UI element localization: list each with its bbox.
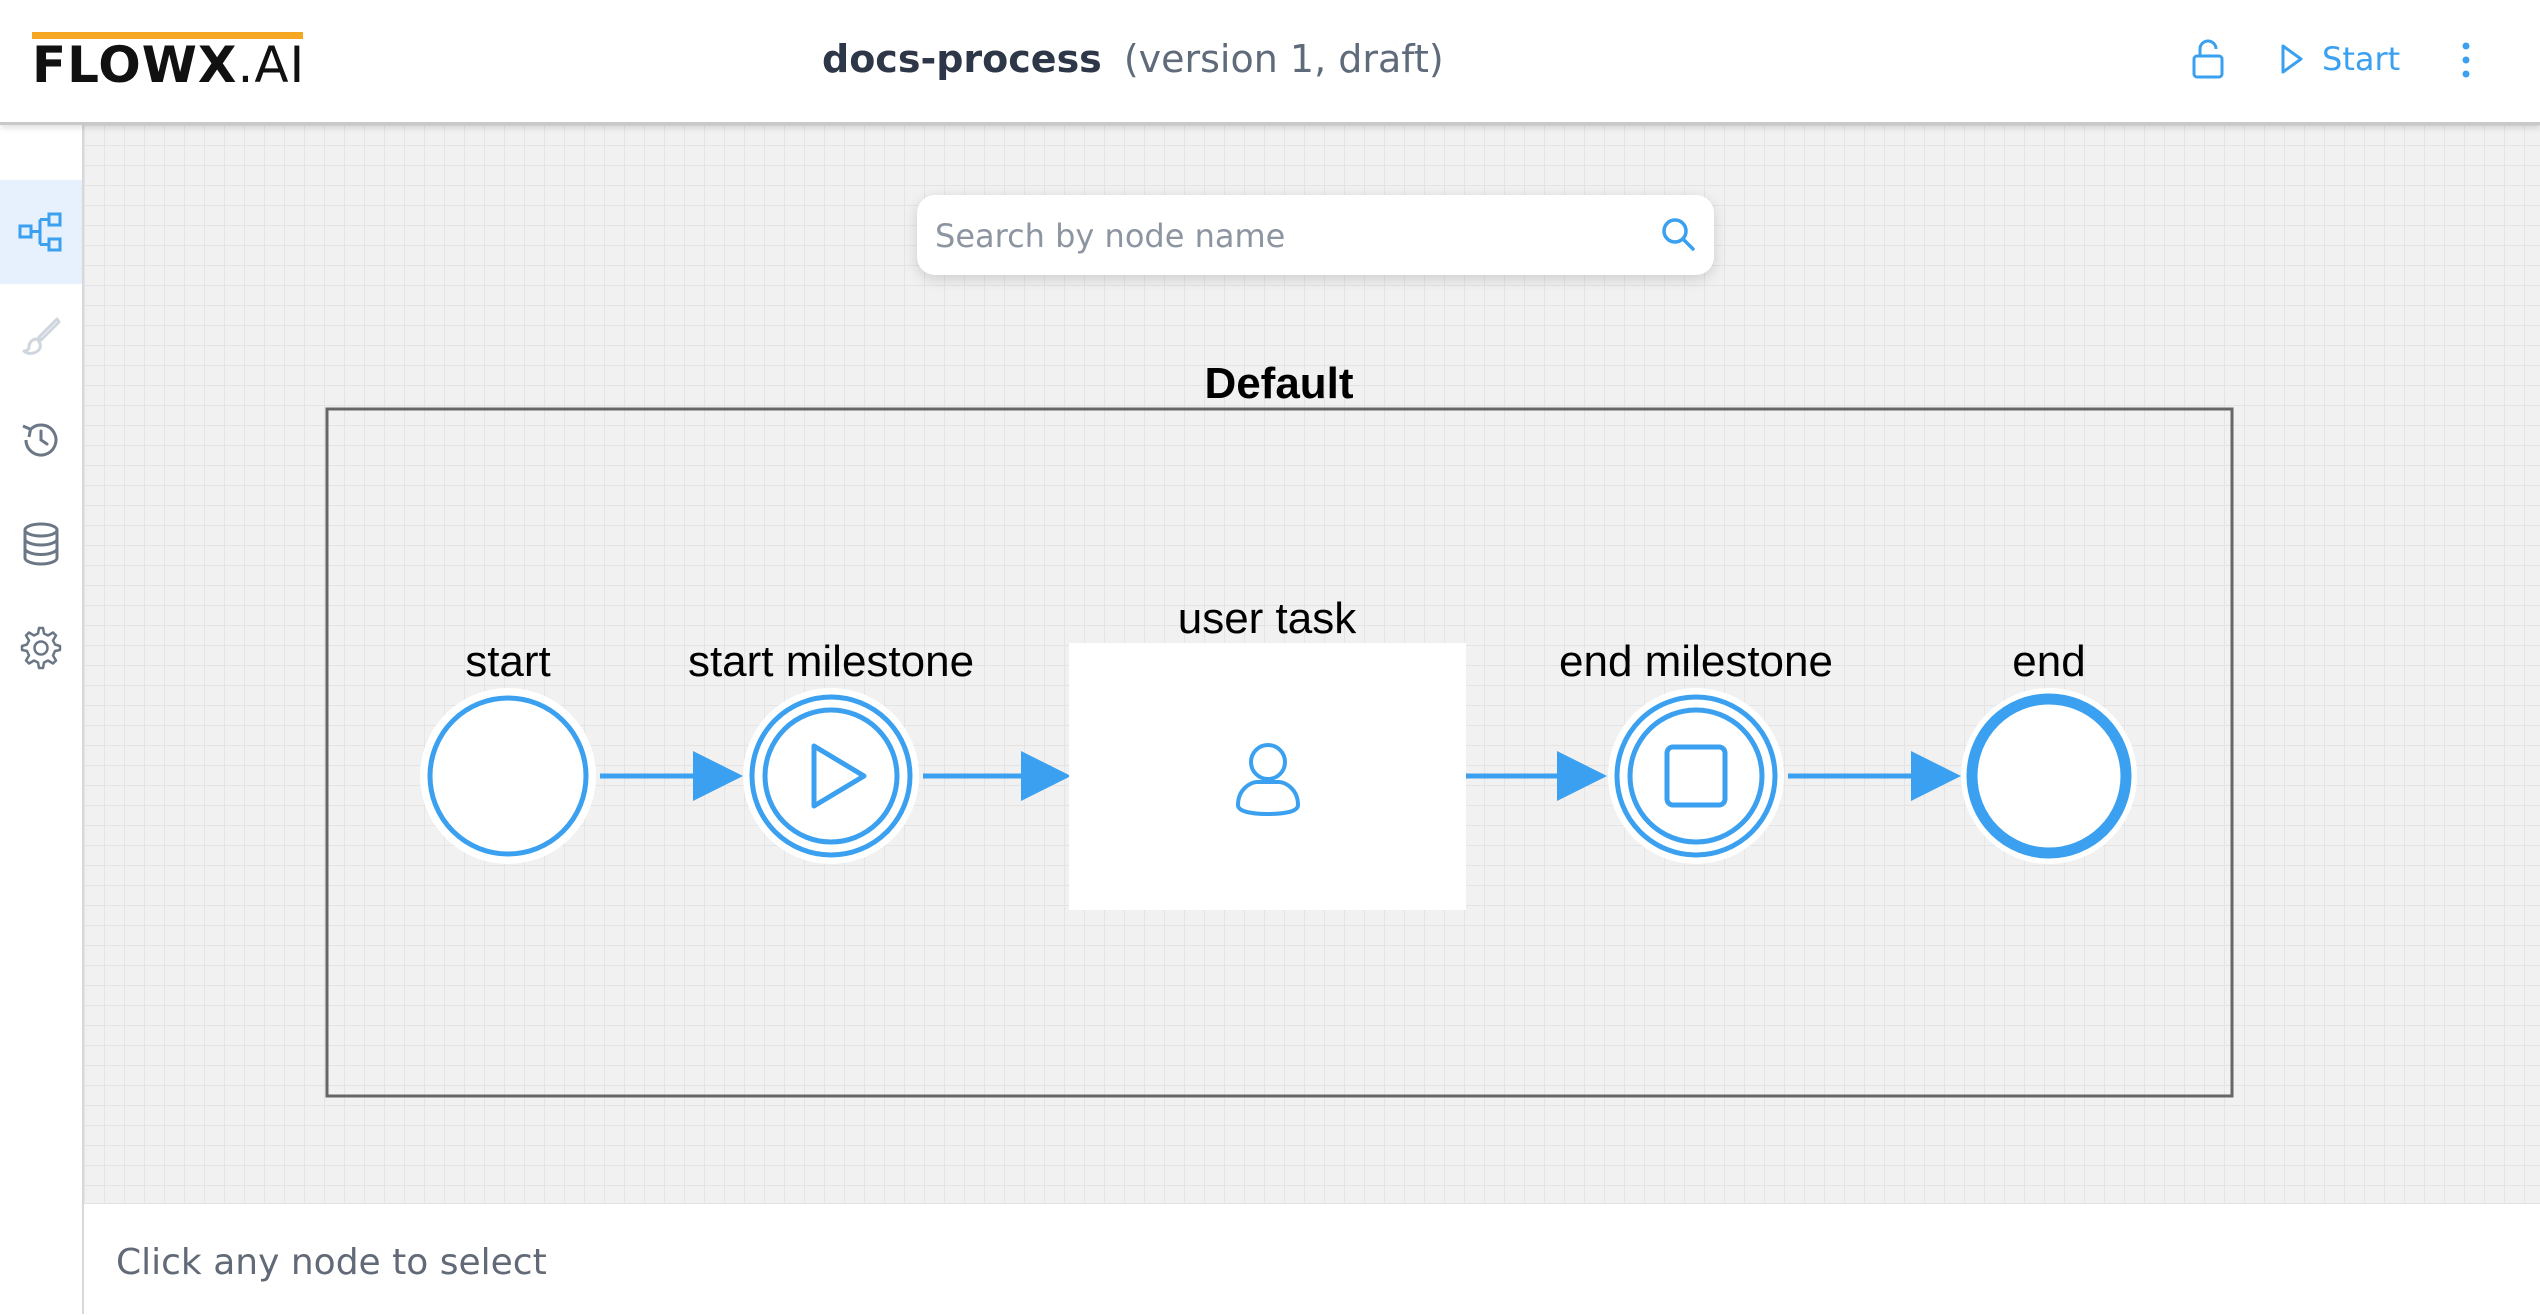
node-end[interactable] (1961, 688, 2137, 864)
stop-icon (1664, 744, 1728, 808)
process-name: docs-process (822, 37, 1102, 81)
search-icon (1662, 218, 1695, 251)
search-button[interactable] (1657, 213, 1701, 257)
user-icon (1236, 743, 1300, 816)
play-icon (2281, 44, 2303, 74)
logo-text: FLOWX.AI (32, 40, 305, 90)
selection-hint: Click any node to select (116, 1242, 547, 1283)
brush-icon (22, 317, 61, 355)
node-search-box (917, 195, 1714, 275)
top-bar: FLOWX.AI docs-process(version 1, draft) … (0, 0, 2540, 125)
unlock-icon (2192, 39, 2224, 79)
lock-button[interactable] (2190, 38, 2226, 80)
settings-icon (20, 626, 62, 670)
sidebar-item-process-tree[interactable] (0, 180, 82, 284)
process-version: (version 1, draft) (1123, 37, 1444, 81)
logo-bold-text: FLOWX (32, 36, 238, 94)
node-end-label: end (2012, 637, 2085, 686)
logo-accent-bar (32, 32, 303, 39)
history-icon (22, 423, 58, 457)
node-start[interactable] (420, 688, 596, 864)
sidebar-item-settings[interactable] (0, 596, 82, 700)
node-start-milestone-label: start milestone (688, 637, 974, 686)
node-user-task-label: user task (1178, 594, 1358, 643)
node-start-milestone[interactable] (743, 688, 919, 864)
node-search-input[interactable] (933, 207, 1637, 265)
logo-light-text: .AI (237, 36, 306, 94)
node-end-milestone[interactable] (1608, 688, 1784, 864)
swimlane-default[interactable] (325, 407, 2234, 1098)
process-tree-icon (18, 212, 62, 252)
selection-panel: Click any node to select (84, 1203, 2540, 1315)
start-label: Start (2322, 40, 2401, 78)
left-sidebar (0, 125, 84, 1314)
process-canvas[interactable] (84, 125, 2540, 1203)
sidebar-item-brush[interactable] (0, 284, 82, 388)
node-start-label: start (465, 637, 551, 686)
more-options-button[interactable] (2456, 40, 2476, 80)
node-end-milestone-label: end milestone (1559, 637, 1833, 686)
start-process-button[interactable]: Start (2280, 34, 2400, 84)
kebab-menu-icon (2462, 42, 2470, 78)
play-icon (811, 743, 867, 809)
database-icon (23, 522, 59, 566)
flowx-logo[interactable]: FLOWX.AI (32, 32, 304, 90)
sidebar-item-history[interactable] (0, 388, 82, 492)
sidebar-item-data-model[interactable] (0, 492, 82, 596)
process-title: docs-process (version 1, draft) (822, 32, 1444, 86)
swimlane-title: Default (1204, 359, 1353, 408)
node-user-task[interactable] (1069, 643, 1466, 910)
